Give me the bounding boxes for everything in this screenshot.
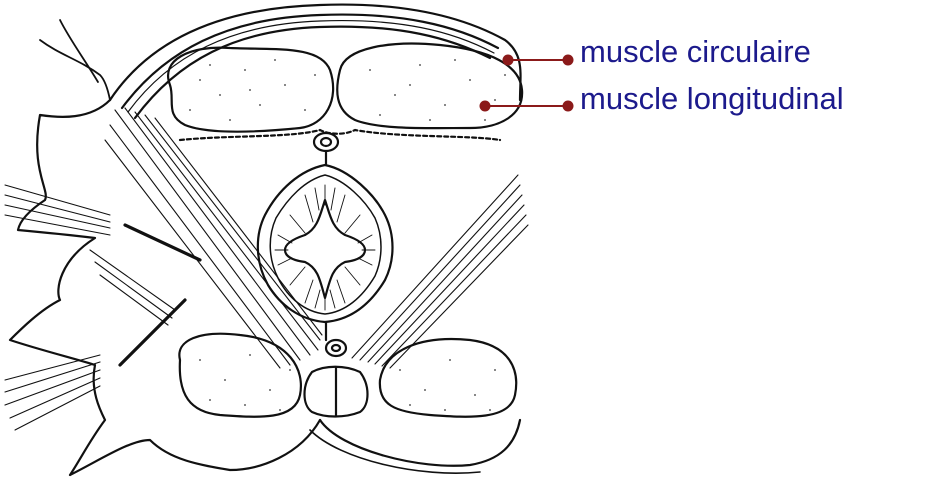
label-longitudinal-muscle: muscle longitudinal	[580, 83, 844, 114]
left-body-contour	[10, 100, 320, 475]
ventral-longitudinal-muscle-right	[380, 339, 516, 417]
chaeta-lower	[120, 300, 185, 365]
dorsal-vessel	[314, 133, 338, 151]
ventral-vessel	[326, 340, 346, 356]
label-circular-muscle: muscle circulaire	[580, 36, 811, 67]
ventral-body-wall	[320, 420, 520, 466]
dorsal-longitudinal-muscle-right	[337, 44, 522, 129]
pointer-longitudinal-muscle	[480, 101, 574, 112]
ventral-longitudinal-muscle-left	[179, 334, 301, 417]
pointer-circular-muscle	[503, 55, 574, 66]
circular-muscle-layer-inner	[135, 27, 490, 118]
outer-body-wall	[110, 5, 521, 100]
gut-lumen	[285, 200, 365, 298]
